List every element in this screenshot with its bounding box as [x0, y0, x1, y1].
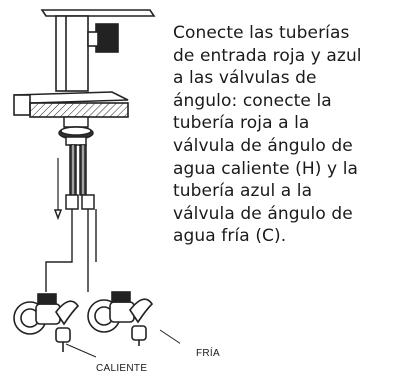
- cold-label: FRÍA: [196, 348, 220, 359]
- instruction-line: válvula de ángulo de: [173, 135, 353, 156]
- instruction-line: de entrada roja y azul: [173, 45, 362, 66]
- faucet-icon: [40, 9, 156, 92]
- instruction-line: válvula de ángulo de: [173, 203, 353, 224]
- instruction-line: Conecte las tuberías: [173, 23, 350, 43]
- instruction-line: tubería roja a la: [173, 113, 310, 134]
- instruction-line: agua caliente (H) y la: [173, 158, 359, 179]
- instructions-text: Conecte las tuberías de entrada roja y a…: [173, 22, 401, 248]
- instruction-line: agua fría (C).: [173, 226, 287, 247]
- angle-valve-icon: [13, 293, 80, 352]
- countertop-icon: [13, 91, 129, 118]
- installation-diagram: [13, 9, 180, 358]
- supply-hoses-icon: [53, 144, 95, 221]
- angle-valve-icon: [87, 291, 154, 346]
- instruction-line: ángulo: conecte la: [173, 90, 332, 111]
- hot-label: CALIENTE: [96, 363, 148, 374]
- mounting-nut-icon: [58, 116, 94, 146]
- instruction-line: a las válvulas de: [173, 68, 317, 89]
- instruction-line: tubería azul a la: [173, 181, 313, 202]
- pipe-lines: [45, 209, 97, 292]
- label-leaders: [65, 329, 180, 358]
